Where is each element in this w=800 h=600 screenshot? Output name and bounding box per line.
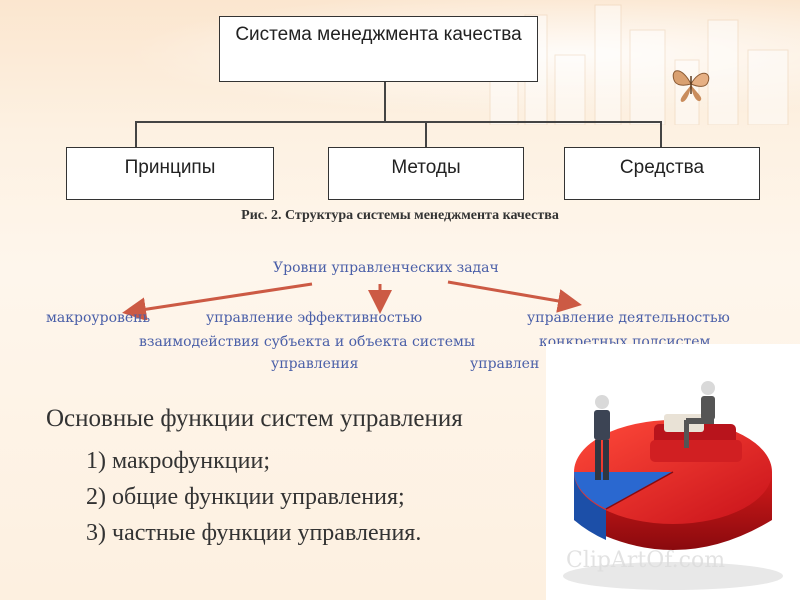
level-efficiency-sub2: управления [271, 356, 358, 372]
level-macro: макроуровень [46, 310, 150, 326]
connector-horizontal [135, 121, 662, 123]
arrow-right [448, 282, 576, 304]
function-item-3: 3) частные функции управления. [86, 520, 421, 547]
figure-caption: Рис. 2. Структура системы менеджмента ка… [0, 208, 800, 224]
root-label: Система менеджмента качества [235, 23, 521, 47]
principles-label: Принципы [125, 156, 216, 180]
butterfly-icon [668, 64, 714, 104]
connector-center [425, 121, 427, 148]
connector-vertical [384, 82, 386, 122]
functions-heading: Основные функции систем управления [46, 405, 463, 433]
watermark-text: ClipArtOf.com [566, 548, 725, 573]
level-efficiency: управление эффективностью [206, 310, 422, 326]
principles-box: Принципы [66, 147, 274, 200]
level-efficiency-sub: взаимодействия субъекта и объекта систем… [139, 334, 475, 350]
level-activity-sub2: управлен [470, 356, 539, 372]
tools-box: Средства [564, 147, 760, 200]
function-item-2: 2) общие функции управления; [86, 484, 405, 511]
connector-right [660, 121, 662, 148]
methods-label: Методы [391, 156, 460, 180]
root-box: Система менеджмента качества [219, 16, 538, 82]
connector-left [135, 121, 137, 148]
tools-label: Средства [620, 156, 704, 180]
arrow-left [128, 284, 312, 312]
function-item-1: 1) макрофункции; [86, 448, 270, 475]
level-activity: управление деятельностью [527, 310, 730, 326]
methods-box: Методы [328, 147, 524, 200]
